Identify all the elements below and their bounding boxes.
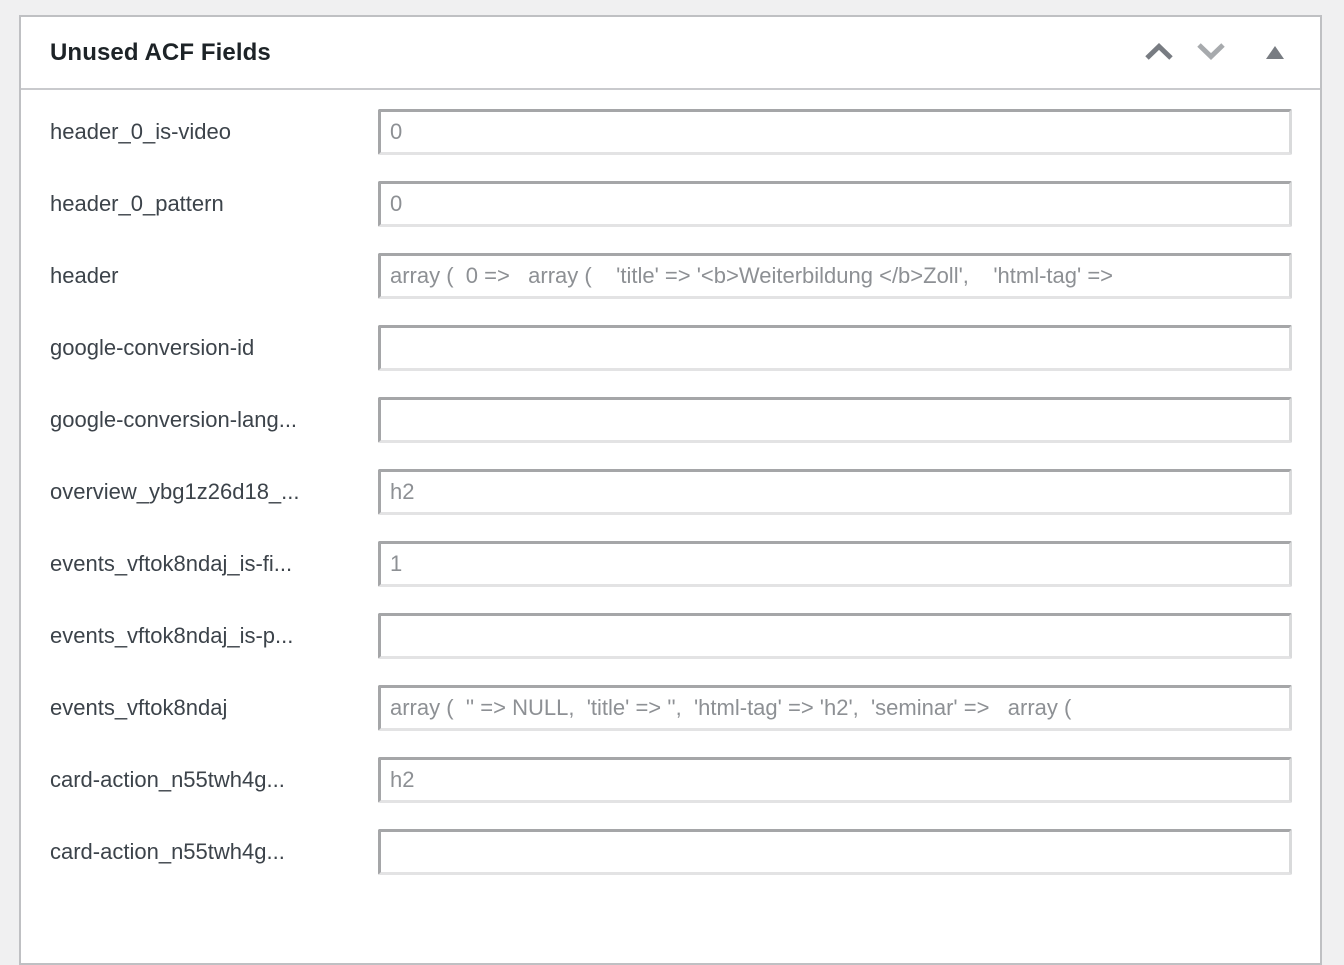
field-row: events_vftok8ndaj: [50, 685, 1292, 731]
field-label: events_vftok8ndaj_is-p...: [50, 623, 294, 648]
field-label: card-action_n55twh4g...: [50, 767, 285, 792]
metabox-header[interactable]: Unused ACF Fields: [21, 17, 1320, 90]
field-row: events_vftok8ndaj_is-p...: [50, 613, 1292, 659]
field-input[interactable]: [378, 829, 1292, 875]
field-label: events_vftok8ndaj_is-fi...: [50, 551, 293, 576]
field-input[interactable]: [378, 181, 1292, 227]
field-row: header: [50, 253, 1292, 299]
field-label: header: [50, 263, 119, 288]
move-down-button[interactable]: [1192, 25, 1230, 81]
chevron-down-icon: [1196, 42, 1226, 64]
metabox-title: Unused ACF Fields: [50, 38, 271, 66]
field-input[interactable]: [378, 109, 1292, 155]
field-row: card-action_n55twh4g...: [50, 757, 1292, 803]
toggle-panel-button[interactable]: [1256, 25, 1294, 81]
field-label: header_0_pattern: [50, 191, 224, 216]
field-input[interactable]: [378, 253, 1292, 299]
field-label: card-action_n55twh4g...: [50, 839, 285, 864]
field-input[interactable]: [378, 685, 1292, 731]
field-row: header_0_is-video: [50, 109, 1292, 155]
field-label: header_0_is-video: [50, 119, 232, 144]
field-input[interactable]: [378, 757, 1292, 803]
field-input[interactable]: [378, 541, 1292, 587]
move-up-button[interactable]: [1140, 25, 1178, 81]
field-label: google-conversion-lang...: [50, 407, 298, 432]
field-label: google-conversion-id: [50, 335, 255, 360]
metabox-handle-actions: [1140, 25, 1294, 81]
field-row: google-conversion-lang...: [50, 397, 1292, 443]
field-input[interactable]: [378, 397, 1292, 443]
field-label: events_vftok8ndaj: [50, 695, 228, 720]
field-input[interactable]: [378, 469, 1292, 515]
chevron-up-icon: [1144, 42, 1174, 64]
field-row: overview_ybg1z26d18_...: [50, 469, 1292, 515]
field-row: google-conversion-id: [50, 325, 1292, 371]
field-row: card-action_n55twh4g...: [50, 829, 1292, 875]
field-input[interactable]: [378, 613, 1292, 659]
triangle-up-icon: [1266, 46, 1284, 59]
metabox-body: header_0_is-video header_0_pattern heade…: [21, 90, 1320, 915]
field-row: header_0_pattern: [50, 181, 1292, 227]
field-input[interactable]: [378, 325, 1292, 371]
field-label: overview_ybg1z26d18_...: [50, 479, 300, 504]
unused-acf-fields-metabox: Unused ACF Fields: [19, 15, 1322, 965]
field-row: events_vftok8ndaj_is-fi...: [50, 541, 1292, 587]
